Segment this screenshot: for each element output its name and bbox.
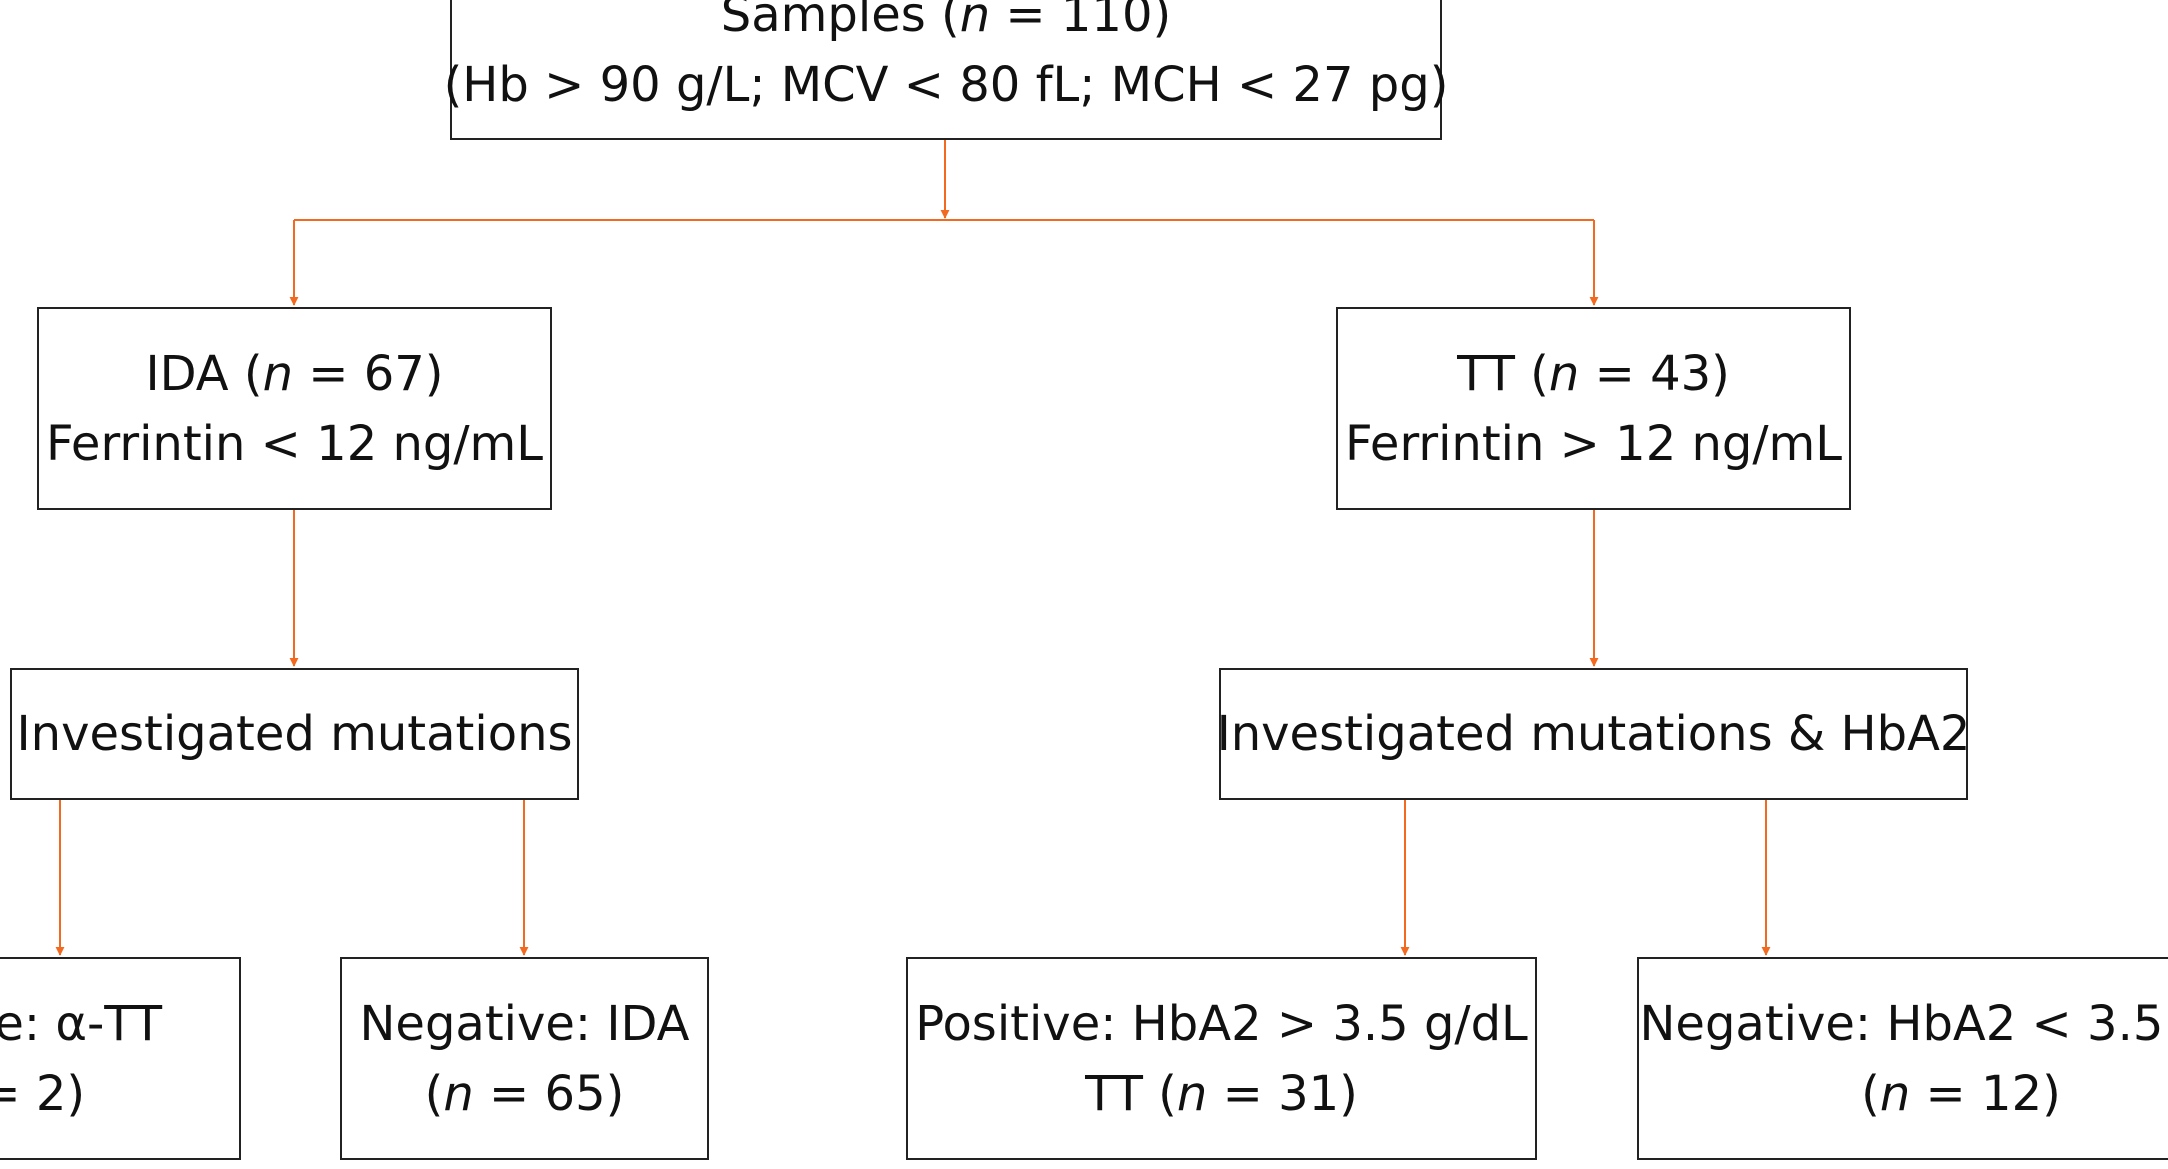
tt-positive-label: Positive: HbA2 > 3.5 g/dL	[915, 995, 1528, 1052]
ida-negative-prefix: (	[424, 1065, 444, 1122]
tt-negative-n-symbol: n	[1879, 1065, 1911, 1122]
tt-positive-n-symbol: n	[1176, 1065, 1208, 1122]
tt-positive-count: TT (n = 31)	[1085, 1059, 1358, 1129]
tt-positive-suffix: = 31)	[1207, 1065, 1358, 1122]
tt-investigate-box: Investigated mutations & HbA2	[1216, 668, 1971, 800]
ida-negative-n-symbol: n	[443, 1065, 474, 1122]
ida-positive-count: (n = 2)	[0, 1059, 85, 1129]
ida-negative-suffix: = 65)	[473, 1065, 625, 1122]
ida-n-symbol: n	[262, 345, 293, 402]
ida-ferritin: Ferrintin < 12 ng/mL	[45, 415, 544, 472]
root-samples-box: Samples (n = 110) (Hb > 90 g/L; MCV < 80…	[444, 0, 1448, 140]
root-line-1: Samples (n = 110)	[721, 0, 1171, 50]
tt-negative-box: Negative: HbA2 < 3.5 g/dL (n = 12)	[1637, 957, 2168, 1160]
ida-negative-count: (n = 65)	[425, 1059, 625, 1129]
tt-negative-count: (n = 12)	[1861, 1059, 2061, 1129]
tt-box: TT (n = 43) Ferrintin > 12 ng/mL	[1336, 307, 1851, 510]
tt-positive-box: Positive: HbA2 > 3.5 g/dL TT (n = 31)	[906, 957, 1537, 1160]
ida-positive-label: Positive: α-TT	[0, 995, 163, 1052]
root-suffix: = 110)	[990, 0, 1172, 43]
tt-negative-label: Negative: HbA2 < 3.5 g/dL	[1639, 995, 2168, 1052]
ida-line-1: IDA (n = 67)	[145, 339, 443, 409]
root-n-symbol: n	[959, 0, 991, 43]
ida-investigate-box: Investigated mutations	[10, 668, 579, 800]
ida-prefix: IDA (	[145, 345, 263, 402]
ida-positive-suffix: = 2)	[0, 1065, 86, 1122]
ida-investigate-label: Investigated mutations	[16, 706, 573, 762]
ida-suffix: = 67)	[292, 345, 444, 402]
tt-suffix: = 43)	[1579, 345, 1730, 402]
ida-box: IDA (n = 67) Ferrintin < 12 ng/mL	[37, 307, 552, 510]
tt-negative-prefix: (	[1861, 1065, 1880, 1122]
ida-positive-box: Positive: α-TT (n = 2)	[0, 957, 241, 1160]
tt-prefix: TT (	[1457, 345, 1549, 402]
root-prefix: Samples (	[720, 0, 960, 43]
tt-line-1: TT (n = 43)	[1457, 339, 1730, 409]
connector-group	[55, 140, 1771, 956]
tt-ferritin: Ferrintin > 12 ng/mL	[1344, 415, 1843, 472]
tt-n-symbol: n	[1548, 345, 1580, 402]
ida-negative-label: Negative: IDA	[359, 995, 690, 1052]
tt-investigate-label: Investigated mutations & HbA2	[1216, 706, 1971, 762]
root-criteria: (Hb > 90 g/L; MCV < 80 fL; MCH < 27 pg)	[443, 57, 1449, 113]
tt-negative-suffix: = 12)	[1910, 1065, 2061, 1122]
ida-negative-box: Negative: IDA (n = 65)	[340, 957, 709, 1160]
tt-positive-prefix: TT (	[1085, 1065, 1177, 1122]
